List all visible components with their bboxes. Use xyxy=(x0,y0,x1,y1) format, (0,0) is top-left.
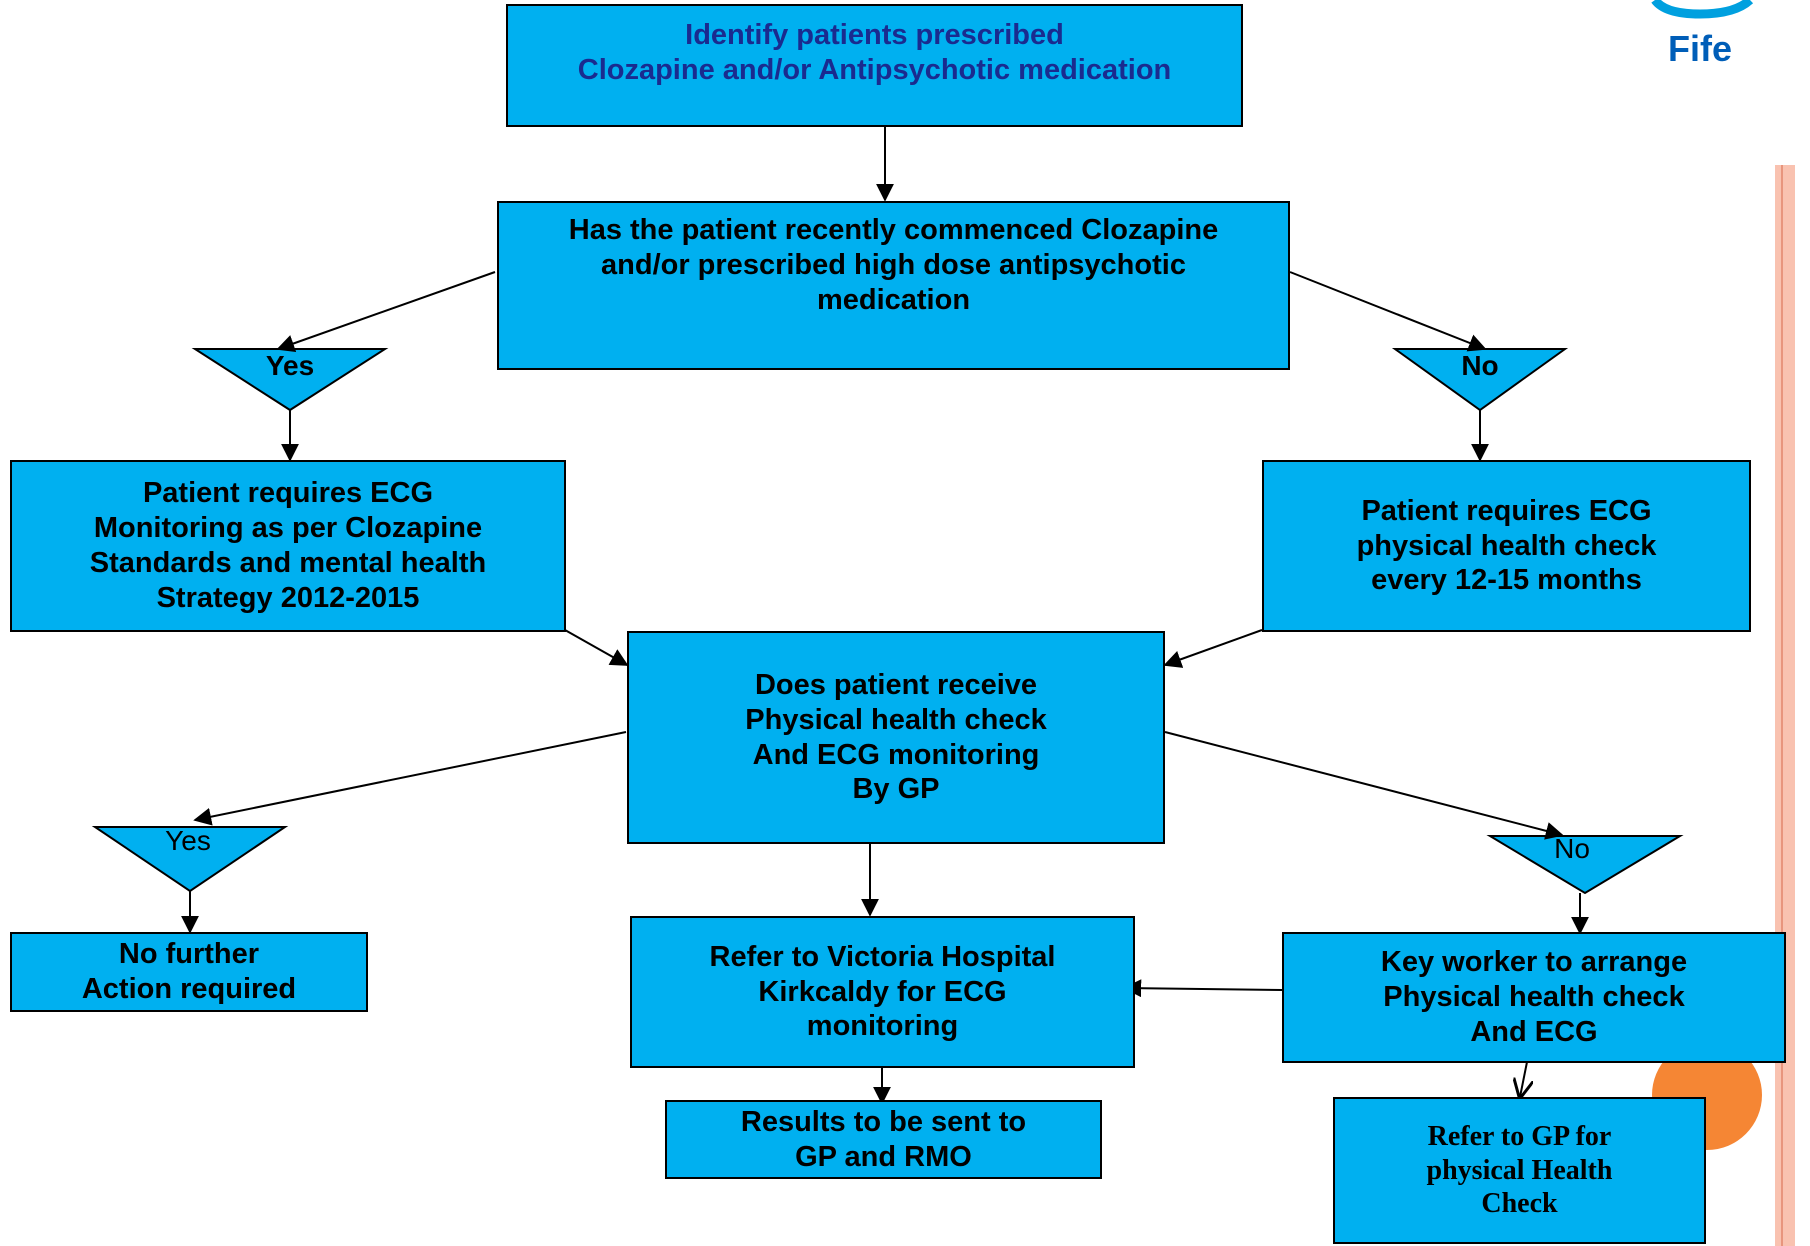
node-identify-patients: Identify patients prescribed Clozapine a… xyxy=(506,4,1243,127)
node-refer-victoria-hospital: Refer to Victoria Hospital Kirkcaldy for… xyxy=(630,916,1135,1068)
node-ecg-monitoring-required: Patient requires ECG Monitoring as per C… xyxy=(10,460,566,632)
arrow-ecg-check-to-gp-question xyxy=(1163,629,1263,668)
decision-label-yes-1: Yes xyxy=(265,350,315,381)
node-gp-check-question: Does patient receive Physical health che… xyxy=(627,631,1165,844)
logo-text: Fife xyxy=(1667,28,1732,69)
decision-label-no-1: No xyxy=(1461,350,1499,381)
node-no-further-action: No further Action required xyxy=(10,932,368,1012)
arrow-gp-question-to-yes xyxy=(193,731,627,826)
node-ecg-physical-check-required: Patient requires ECG physical health che… xyxy=(1262,460,1751,632)
arrow-question-to-yes xyxy=(276,271,496,353)
node-key-worker-arrange: Key worker to arrange Physical health ch… xyxy=(1282,932,1786,1063)
arrow-key-worker-to-refer-gp xyxy=(1520,1061,1527,1097)
arrow-gp-question-to-no xyxy=(1164,731,1564,840)
arrow-question-to-no xyxy=(1289,271,1487,352)
node-results-sent: Results to be sent to GP and RMO xyxy=(665,1100,1102,1179)
decision-label-no-2: No xyxy=(1554,833,1590,864)
node-refer-to-gp: Refer to GP for physical Health Check xyxy=(1333,1097,1706,1244)
arrow-ecg-monitoring-to-gp-question xyxy=(564,629,629,666)
arrow-key-worker-to-victoria xyxy=(1123,979,1283,998)
decision-triangle-no-2 xyxy=(1486,835,1684,895)
node-recently-commenced-question: Has the patient recently commenced Cloza… xyxy=(497,201,1290,370)
logo-swoosh-icon xyxy=(1651,0,1754,19)
decision-triangle-yes-2 xyxy=(91,826,289,893)
decision-label-yes-2: Yes xyxy=(165,825,211,856)
side-stripe xyxy=(1775,165,1795,1246)
